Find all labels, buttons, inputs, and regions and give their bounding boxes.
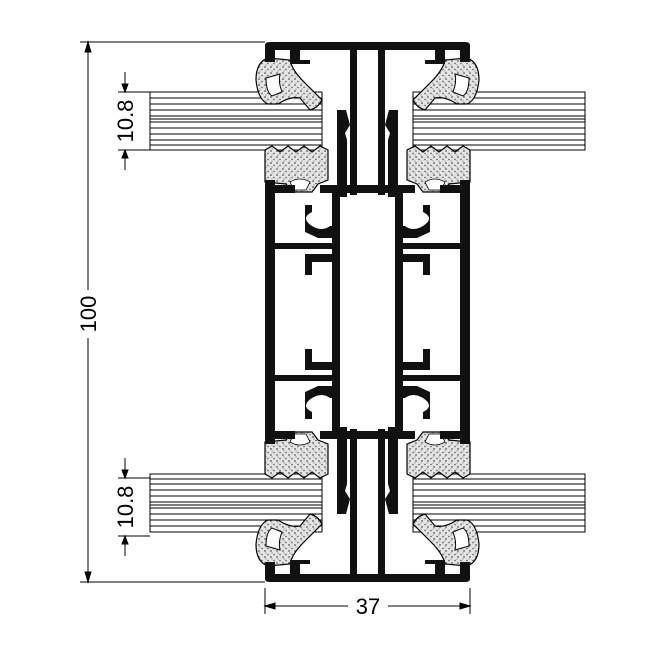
glass-bottom-dimension (118, 458, 150, 556)
glass-top-label: 10.8 (113, 100, 138, 143)
glass-top-dimension (118, 72, 150, 170)
width-dimension (263, 588, 472, 614)
height-dimension (80, 40, 265, 584)
glass-bottom-label: 10.8 (113, 486, 138, 529)
width-label: 37 (356, 594, 380, 619)
height-label: 100 (76, 296, 101, 333)
